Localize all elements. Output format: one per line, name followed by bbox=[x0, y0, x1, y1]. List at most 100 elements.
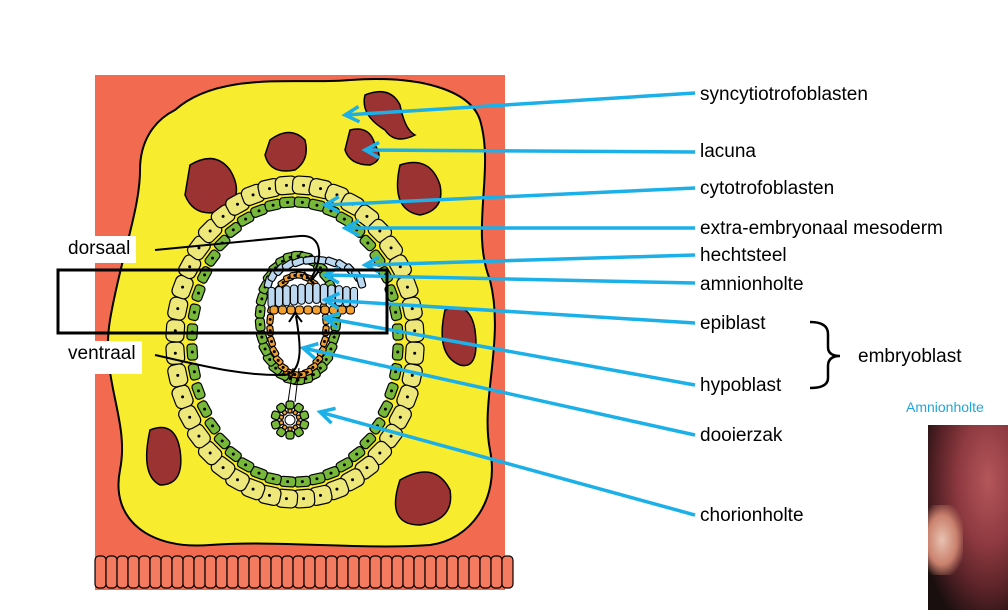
ventraal-pointer bbox=[154, 315, 301, 377]
arrow-chorionholte bbox=[319, 410, 696, 517]
mesoderm-cell-nucleus bbox=[329, 471, 333, 475]
cytotrophoblast-cell-nucleus bbox=[181, 285, 185, 289]
epiblast-cell bbox=[297, 283, 306, 305]
mesoderm-cell-nucleus bbox=[192, 370, 196, 374]
cytotrophoblast-cell-nucleus bbox=[188, 265, 192, 269]
amnion-cell bbox=[302, 255, 317, 265]
mesoderm-cell-nucleus bbox=[304, 377, 308, 381]
label-dooierzak: dooierzak bbox=[700, 425, 783, 446]
mesoderm-cell-nucleus bbox=[196, 291, 200, 295]
epithelial-cell bbox=[116, 555, 129, 589]
mesoderm-cell-nucleus bbox=[263, 347, 267, 351]
ventraal-arrowhead bbox=[288, 311, 303, 323]
hypoblast-cell bbox=[269, 305, 279, 315]
lacuna bbox=[394, 471, 452, 526]
vesicle-cell bbox=[278, 414, 285, 420]
cytotrophoblast-cell-nucleus bbox=[413, 351, 417, 355]
cytotrophoblast-cell-nucleus bbox=[398, 415, 402, 419]
epiblast-cell bbox=[350, 286, 358, 308]
vesicle-cell bbox=[281, 424, 288, 431]
cytotrophoblast-cell-nucleus bbox=[365, 466, 369, 470]
epiblast-cell bbox=[275, 286, 283, 308]
mesoderm-cell-nucleus bbox=[211, 256, 215, 260]
cytotrophoblast-cell-nucleus bbox=[378, 451, 382, 455]
mesoderm-cell-nucleus bbox=[300, 480, 304, 484]
epithelial-cell bbox=[105, 555, 118, 589]
epithelial-cell bbox=[138, 555, 151, 589]
mesoderm-cell-nucleus bbox=[355, 452, 359, 456]
mesoderm-cell-nucleus bbox=[318, 366, 322, 370]
epithelial-cell bbox=[468, 555, 481, 589]
epithelial-cell bbox=[182, 555, 195, 589]
cytotrophoblast-cell-nucleus bbox=[302, 497, 306, 501]
cytotrophoblast-cell-nucleus bbox=[188, 415, 192, 419]
yolk-sac-cell-nucleus bbox=[293, 373, 297, 377]
mesoderm-cell-nucleus bbox=[300, 200, 304, 204]
mesoderm-cell-nucleus bbox=[394, 370, 398, 374]
cytotrophoblast-cell-nucleus bbox=[267, 187, 271, 191]
mesoderm-cell-nucleus bbox=[383, 407, 387, 411]
arrowhead-lacuna bbox=[361, 140, 380, 160]
mesoderm-cell-nucleus bbox=[288, 255, 292, 259]
mesoderm-cell-nucleus bbox=[231, 228, 235, 232]
amnion-photo bbox=[928, 425, 1008, 610]
arrow-cytotrof bbox=[324, 186, 696, 207]
label-syncytiotrofoblasten: syncytiotrofoblasten bbox=[700, 84, 868, 105]
mesoderm-cell-nucleus bbox=[329, 347, 333, 351]
label-extra-embryonaal-mesoderm: extra-embryonaal mesoderm bbox=[700, 218, 943, 239]
mesoderm-cell-nucleus bbox=[258, 322, 262, 326]
dorsaal-arrowhead bbox=[303, 271, 319, 283]
mesoderm-cell-nucleus bbox=[342, 463, 346, 467]
epithelial-cell bbox=[149, 555, 162, 589]
label-hechtsteel: hechtsteel bbox=[700, 245, 787, 266]
cytotrophoblast-cell-nucleus bbox=[398, 265, 402, 269]
connecting-stalk bbox=[294, 367, 300, 403]
label-cytotrofoblasten: cytotrofoblasten bbox=[700, 178, 835, 199]
epiblast-cell bbox=[342, 286, 351, 308]
arrow-hechtsteel bbox=[364, 253, 696, 267]
connecting-stalk bbox=[287, 367, 294, 403]
lacuna bbox=[264, 131, 307, 172]
hypoblast-cell bbox=[286, 305, 296, 315]
dorsaal-pointer bbox=[154, 234, 321, 279]
mesoderm-cell-nucleus bbox=[258, 310, 262, 314]
section-box bbox=[56, 268, 389, 335]
mesoderm-cell-nucleus bbox=[390, 291, 394, 295]
epithelial-cell bbox=[292, 555, 305, 589]
yolk-sac-cell-nucleus bbox=[268, 329, 272, 333]
vesicle-cell bbox=[281, 409, 288, 416]
cytotrophoblast-cell-nucleus bbox=[302, 183, 306, 187]
epithelial-cell bbox=[490, 555, 503, 589]
cytotrophoblast-cell-nucleus bbox=[284, 183, 288, 187]
yolk-sac-cell-nucleus bbox=[311, 365, 315, 369]
mesoderm-cell-nucleus bbox=[311, 373, 315, 377]
embryoblast-brace bbox=[809, 320, 841, 390]
mesoderm-cell-nucleus bbox=[281, 259, 285, 263]
arrowhead-chorionholte bbox=[316, 406, 336, 425]
label-chorionholte: chorionholte bbox=[700, 505, 804, 526]
mesoderm-cell-nucleus bbox=[315, 203, 319, 207]
epithelial-cell bbox=[171, 555, 184, 589]
mesoderm-cell-nucleus bbox=[257, 471, 261, 475]
lacuna bbox=[145, 426, 182, 486]
mesoderm-cell-nucleus bbox=[260, 297, 264, 301]
cytotrophoblast-cell-nucleus bbox=[319, 187, 323, 191]
dorsaal-label: dorsaal bbox=[62, 236, 137, 263]
cytotrophoblast-cell-nucleus bbox=[208, 229, 212, 233]
cytotrophoblast-cell-nucleus bbox=[319, 493, 323, 497]
photo-caption: Amnionholte bbox=[906, 399, 984, 415]
cytotrophoblast-cell-nucleus bbox=[197, 246, 201, 250]
epithelial-cell bbox=[160, 555, 173, 589]
epithelial-cell bbox=[347, 555, 360, 589]
mesoderm-cell-nucleus bbox=[274, 366, 278, 370]
cytotrophoblast-cell-nucleus bbox=[221, 214, 225, 218]
epithelial-cell bbox=[501, 555, 514, 589]
cytotrophoblast-cell-nucleus bbox=[208, 451, 212, 455]
cytotrophoblast-cell-nucleus bbox=[173, 351, 177, 355]
yolk-sac-cell-nucleus bbox=[268, 317, 272, 321]
cytotrophoblast-cell-nucleus bbox=[351, 478, 355, 482]
mesoderm-cell-nucleus bbox=[271, 203, 275, 207]
mesoderm-cell-nucleus bbox=[286, 480, 290, 484]
mesoderm-cell-nucleus bbox=[257, 209, 261, 213]
label-embryoblast: embryoblast bbox=[858, 346, 962, 367]
